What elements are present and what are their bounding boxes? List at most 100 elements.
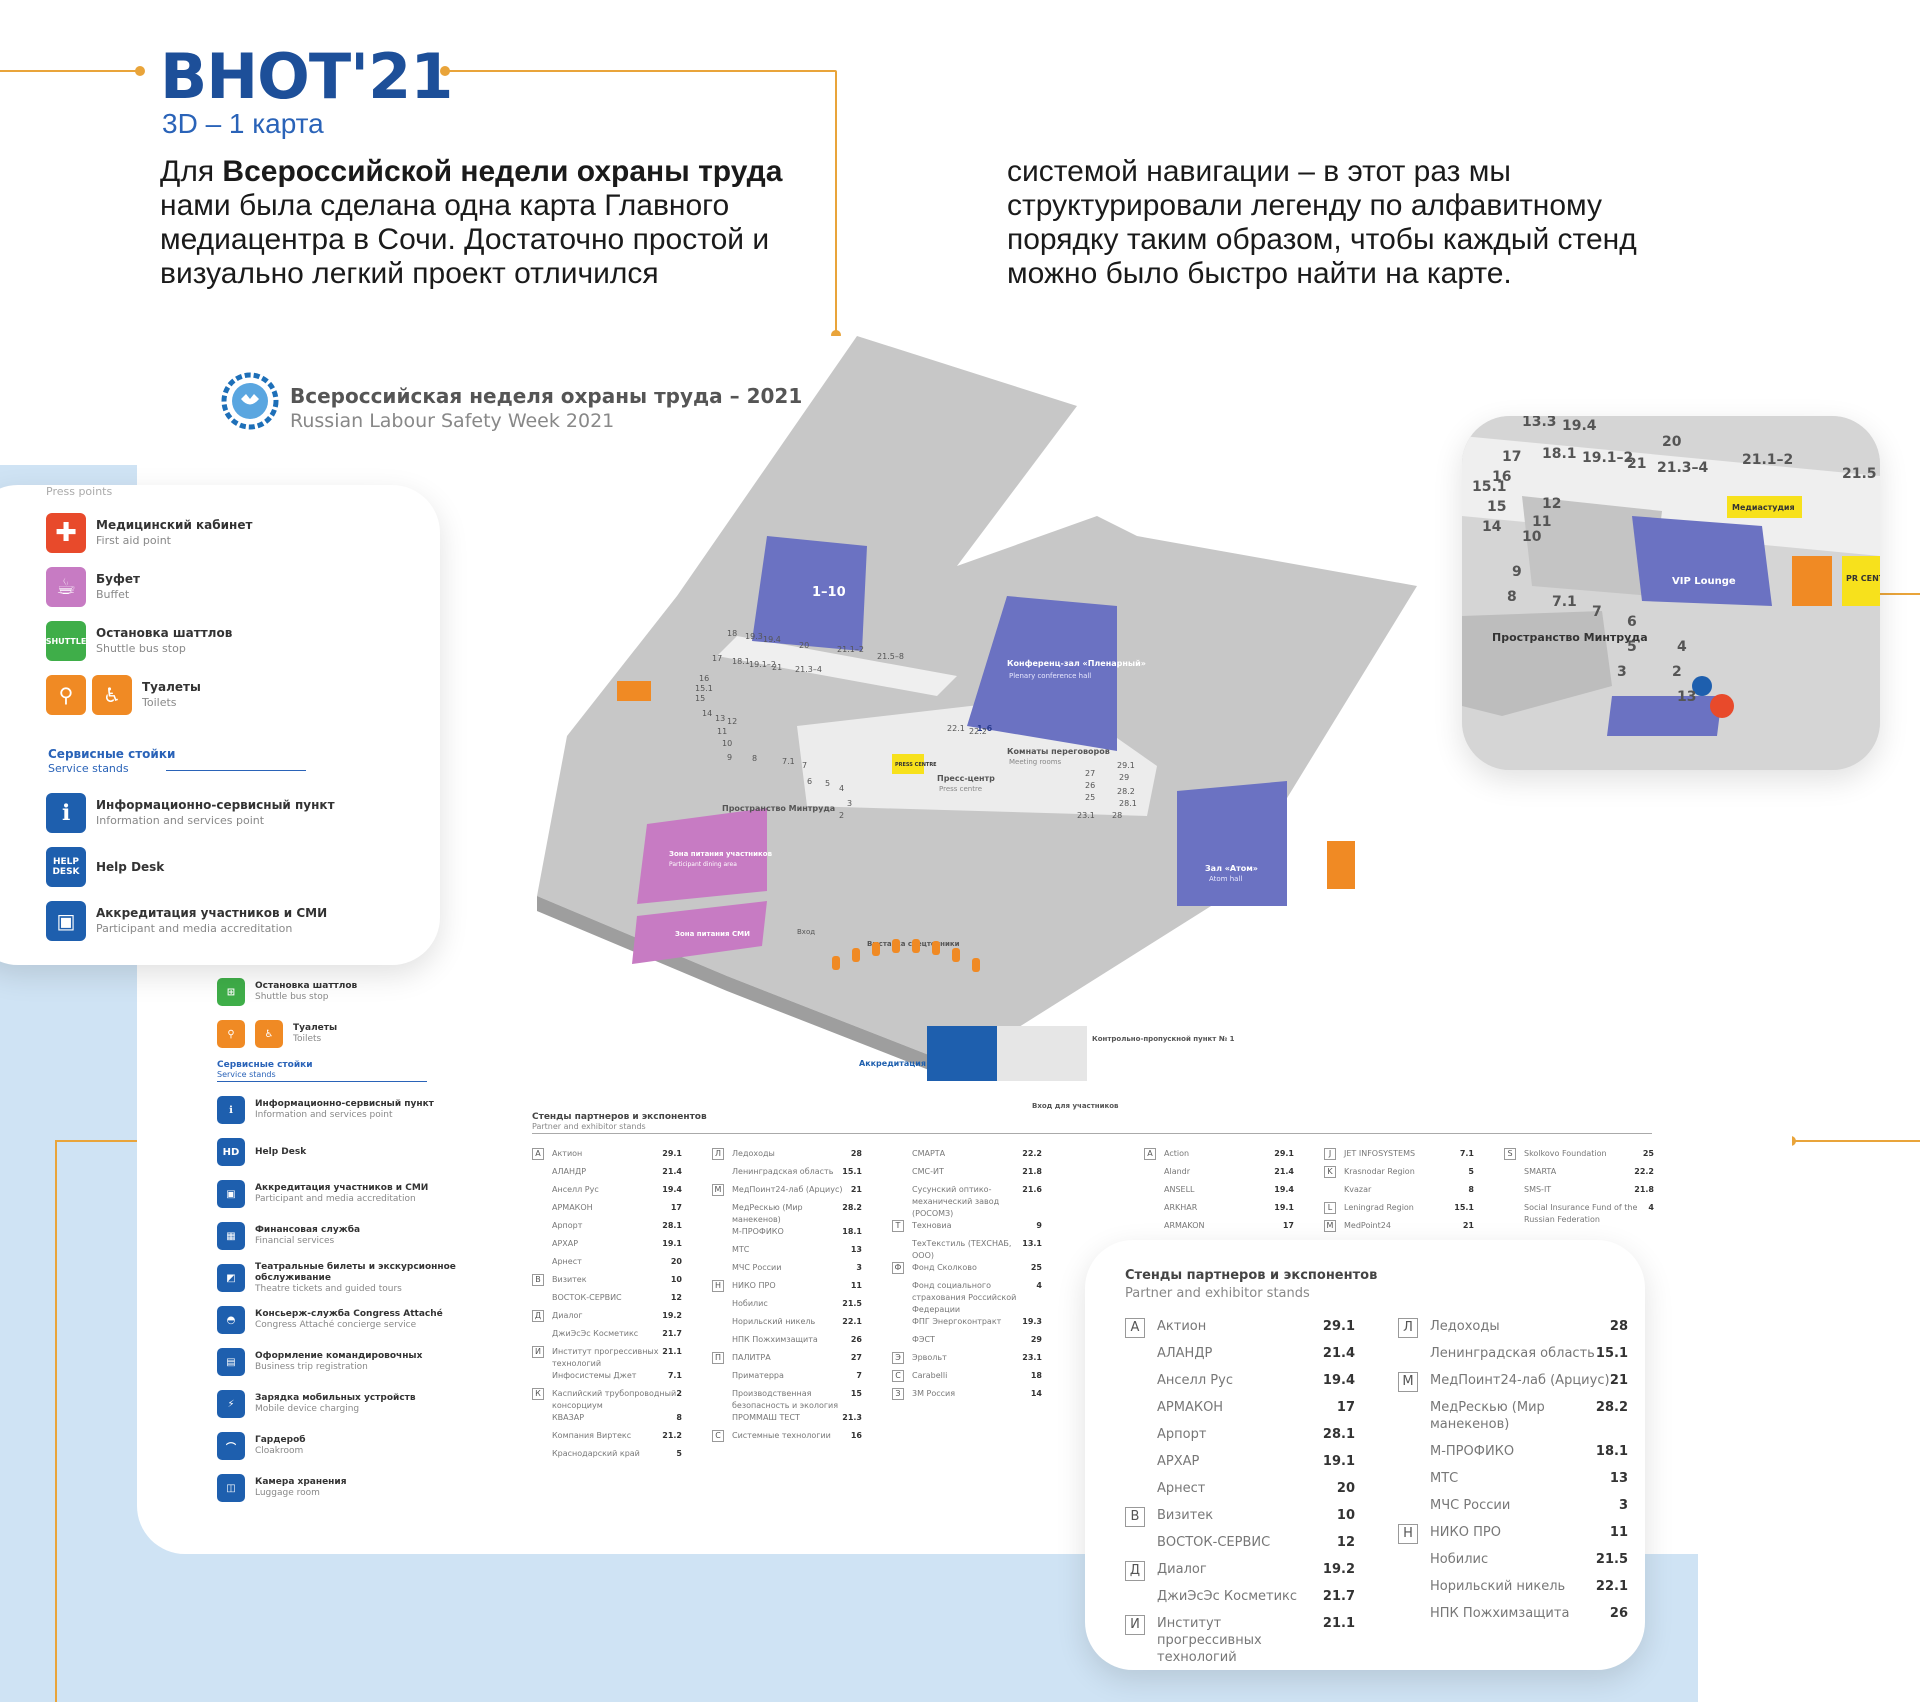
stand-name: Диалог [552, 1311, 583, 1320]
stand-number: 21.8 [1022, 1167, 1042, 1176]
stands-zoom-head-en: Partner and exhibitor stands [1125, 1286, 1310, 1301]
stand-letter: Д [1125, 1561, 1145, 1581]
service-name-en: Luggage room [255, 1488, 320, 1498]
stand-number: 22.1 [1595, 1579, 1628, 1594]
toilet-marker [617, 681, 651, 701]
venue-map: 1–10 Конференц-зал «Пленарный» Plenary c… [537, 336, 1417, 1110]
press-points-partial: Press points [46, 485, 113, 498]
stand-name: МЧС России [732, 1263, 782, 1272]
hall-1-10 [752, 536, 867, 651]
accreditation-label: Аккредитация [859, 1059, 926, 1068]
stand-name: НПК Пожхимзащита [1430, 1606, 1570, 1621]
media-dining-label: Зона питания СМИ [675, 930, 750, 938]
stand-number-label: 21.1–2 [837, 645, 864, 654]
stand-number: 8 [1468, 1185, 1474, 1194]
stand-name: Диалог [1157, 1562, 1207, 1577]
stand-number-label: 7.1 [782, 757, 795, 766]
stand-number: 20 [1336, 1481, 1355, 1496]
intro-text-left: Для Всероссийской недели охраны труда на… [160, 155, 783, 290]
phone-charge-icon: ⚡ [217, 1390, 245, 1418]
stand-name: Ленинградская область [732, 1167, 834, 1176]
service-name-en: Participant and media accreditation [255, 1194, 416, 1204]
stand-number: 22.1 [842, 1317, 862, 1326]
zoom-stand-number: 18.1 [1542, 446, 1577, 462]
zoom-stand-number: 15.1 [1472, 479, 1507, 495]
service-name-en: Business trip registration [255, 1362, 368, 1372]
service-name-en: Financial services [255, 1236, 335, 1246]
stand-number: 13.1 [1022, 1239, 1042, 1248]
stand-number-label: 4 [839, 784, 844, 793]
entrance-label: Вход [797, 928, 815, 936]
zoom-stand-number: 13.3 [1522, 416, 1557, 430]
stand-name: SMS-IT [1524, 1185, 1552, 1194]
badge-icon: ▣ [217, 1180, 245, 1208]
zoom-stand-number: 11 [1532, 514, 1551, 530]
stand-number: 12 [1336, 1535, 1355, 1550]
zoom-stand-number: 21.1–2 [1742, 452, 1793, 468]
stand-letter: A [1144, 1148, 1156, 1160]
stand-name: Social Insurance Fund of the Russian Fed… [1524, 1203, 1638, 1224]
stands-head-en: Partner and exhibitor stands [532, 1122, 1652, 1134]
conference-hall-label: Конференц-зал «Пленарный» [1007, 659, 1146, 668]
stand-name: MedPoint24 [1344, 1221, 1391, 1230]
toilet-icon: ⚲ [217, 1020, 245, 1048]
stand-number: 28 [850, 1149, 862, 1158]
stand-letter: В [532, 1274, 544, 1286]
stand-name: Action [1164, 1149, 1190, 1158]
stand-name: Техновиа [912, 1221, 952, 1230]
mintrud-label: Пространство Минтруда [722, 804, 835, 813]
stand-number: 18.1 [842, 1227, 862, 1236]
zoom-stand-number: 9 [1512, 564, 1522, 580]
stand-name: МЧС России [1430, 1498, 1511, 1513]
stand-number: 21.3 [842, 1413, 862, 1422]
stand-name: Skolkovo Foundation [1524, 1149, 1607, 1158]
stand-number-label: 15.1 [695, 684, 713, 693]
stand-number-label: 5 [825, 779, 830, 788]
stand-number-label: 8 [752, 754, 757, 763]
stand-number: 21 [850, 1185, 862, 1194]
stand-letter: М [1398, 1372, 1418, 1392]
zoom-stand-number: 4 [1677, 639, 1687, 655]
document-icon: ▤ [217, 1348, 245, 1376]
zoom-stand-number: 3 [1617, 664, 1627, 680]
zoom-stand-number: 8 [1507, 589, 1517, 605]
participant-entrance-label: Вход для участников [1032, 1102, 1119, 1110]
stand-number-label: 14 [702, 709, 712, 718]
press-centre-sign [892, 754, 924, 774]
zoom-mintrud-label: Пространство Минтруда [1492, 631, 1648, 644]
service-name: Информационно-сервисный пункт [255, 1099, 434, 1109]
stand-number: 15.1 [1454, 1203, 1474, 1212]
stand-number: 21.1 [662, 1347, 682, 1356]
concierge-icon: ◓ [217, 1306, 245, 1334]
zoom-stand-number: 7.1 [1552, 594, 1577, 610]
stand-number: 19.2 [1322, 1562, 1355, 1577]
stand-name: ДжиЭсЭс Косметикс [1157, 1589, 1298, 1604]
zoom-stand-number: 12 [1542, 496, 1561, 512]
stand-number-label: 21.5–8 [877, 652, 904, 661]
conference-hall [967, 596, 1117, 751]
logo-icon [221, 372, 279, 430]
coffee-icon: ☕ [46, 567, 86, 607]
stand-name: Институт прогрессивных технологий [1157, 1616, 1262, 1665]
stand-number-label: 12 [727, 717, 737, 726]
stand-number-label: 16 [699, 674, 709, 683]
